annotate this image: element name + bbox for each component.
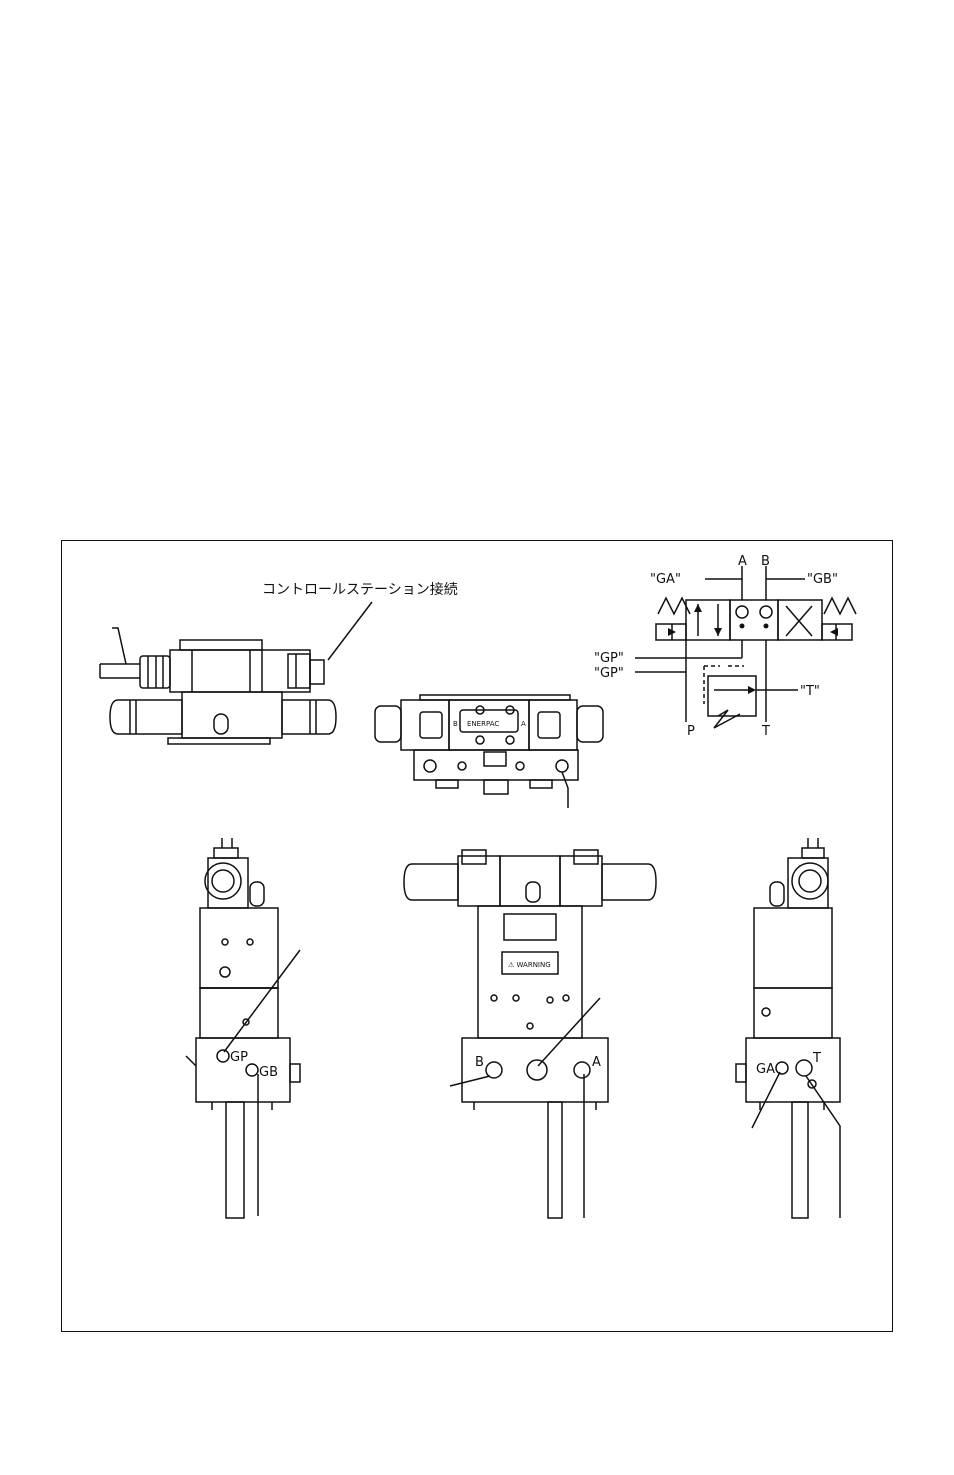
top-view-valve: [99, 601, 373, 745]
schematic-gauge-gp-2: "GP": [594, 666, 624, 681]
left-side-view: [185, 838, 301, 1219]
top-view-nameplate: [374, 694, 604, 808]
left-view-gp-label: GP: [230, 1050, 248, 1065]
schematic-port-p: P: [687, 724, 695, 739]
schematic-gauge-gb: "GB": [807, 572, 838, 587]
schematic-port-a: A: [738, 554, 747, 569]
right-view-ga-label: GA: [756, 1062, 775, 1077]
schematic-gauge-gp-1: "GP": [594, 651, 624, 666]
right-view-t-label: T: [812, 1051, 821, 1066]
schematic-port-b: B: [761, 554, 770, 569]
nameplate-side-a: A: [521, 720, 526, 728]
warning-label: ⚠ WARNING: [508, 961, 551, 969]
control-station-connection-label: コントロールステーション接続: [262, 581, 458, 598]
nameplate-brand: ENERPAC: [467, 720, 499, 728]
drawing-frame: [61, 540, 893, 1332]
nameplate-side-b: B: [453, 720, 458, 728]
schematic-arrowheads: [668, 604, 838, 694]
schematic-port-t: T: [761, 724, 770, 739]
schematic-gauge-t: "T": [800, 684, 820, 699]
front-view-b-label: B: [475, 1055, 484, 1070]
schematic-gauge-ga: "GA": [650, 572, 681, 587]
front-view: [403, 849, 657, 1219]
front-view-a-label: A: [592, 1055, 601, 1070]
right-side-view: [735, 838, 841, 1219]
left-view-gb-label: GB: [259, 1065, 278, 1080]
